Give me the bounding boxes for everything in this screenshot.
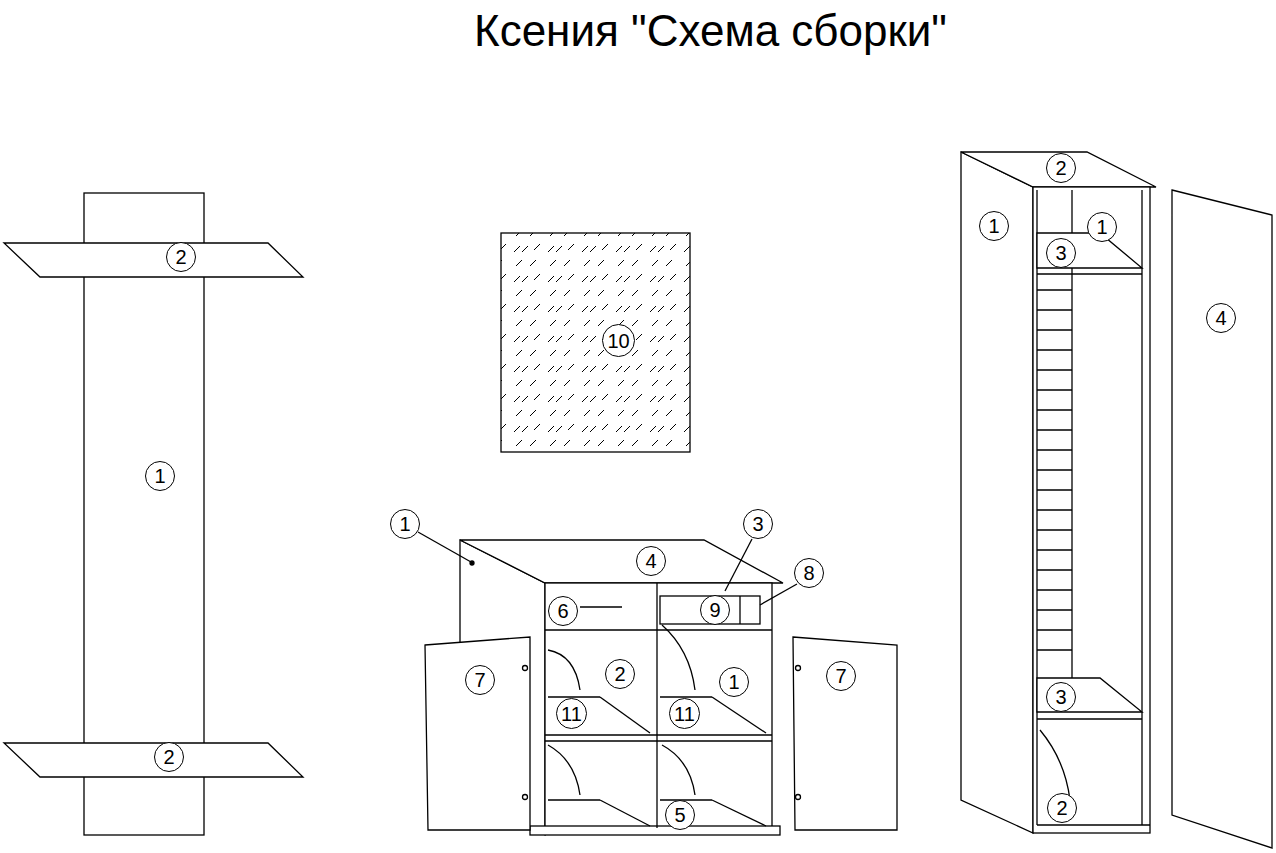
mirror — [501, 233, 690, 452]
callout-number: 9 — [700, 595, 730, 625]
callout-number: 10 — [602, 324, 635, 357]
callout-number: 1 — [145, 461, 175, 491]
callout-number: 2 — [1046, 153, 1076, 183]
leader-lines — [418, 532, 797, 607]
callout-number: 1 — [719, 667, 749, 697]
callout-number: 11 — [669, 698, 700, 729]
callout-number: 5 — [665, 800, 695, 830]
wall-panel — [4, 193, 303, 835]
tall-cabinet — [961, 152, 1272, 848]
callout-number: 2 — [154, 742, 184, 772]
callout-number: 2 — [605, 659, 635, 689]
cabinet — [425, 540, 897, 835]
callout-number: 7 — [465, 665, 495, 695]
callout-number: 2 — [166, 242, 196, 272]
callout-number: 1 — [1087, 212, 1117, 242]
callout-number: 8 — [794, 558, 824, 588]
callout-number: 2 — [1047, 793, 1077, 823]
callout-number: 4 — [636, 546, 666, 576]
callout-number: 7 — [826, 661, 856, 691]
callout-number: 1 — [979, 211, 1009, 241]
callout-number: 6 — [548, 596, 578, 626]
callout-number: 3 — [1046, 682, 1076, 712]
callout-number: 4 — [1206, 303, 1236, 333]
callout-number: 3 — [1046, 238, 1076, 268]
callout-number: 11 — [556, 698, 587, 729]
callout-number: 3 — [743, 509, 773, 539]
callout-number: 1 — [390, 509, 420, 539]
diagram-title: Ксения "Схема сборки" — [474, 9, 947, 53]
